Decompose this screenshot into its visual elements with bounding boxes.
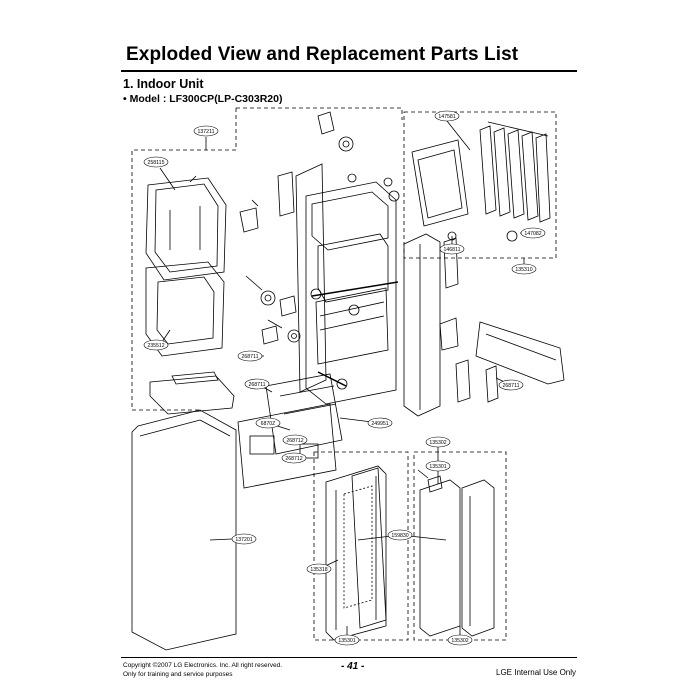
side-duct <box>403 233 441 417</box>
copyright-line-2: Only for training and service purposes <box>123 670 233 678</box>
filter-frame-left <box>325 465 387 641</box>
display-cover <box>149 375 235 415</box>
callout-268711-a: 268711 <box>242 354 259 360</box>
page-title: Exploded View and Replacement Parts List <box>126 44 519 65</box>
callout-137201: 137201 <box>235 537 252 543</box>
callout-268711-b: 268711 <box>249 382 266 388</box>
callout-135310: 135310 <box>515 267 532 273</box>
callout-235512: 235512 <box>147 343 164 349</box>
page-number: - 41 - <box>341 661 365 672</box>
control-bracket <box>475 321 565 385</box>
section-heading: 1. Indoor Unit <box>123 77 204 91</box>
title-rule <box>121 70 577 72</box>
callout-6870z: 6870Z <box>261 421 276 427</box>
callout-268712-b: 268712 <box>285 456 302 462</box>
copyright: Copyright ©2007 LG Electronics. Inc. All… <box>123 662 282 679</box>
callout-268712-a: 268712 <box>286 438 303 444</box>
internal-use-label: LGE Internal Use Only <box>496 668 577 677</box>
middle-panel <box>145 261 225 357</box>
copyright-line-1: Copyright ©2007 LG Electronics. Inc. All… <box>123 662 283 669</box>
callout-147082: 147082 <box>524 231 541 237</box>
callout-135301-b: 135301 <box>338 638 355 644</box>
main-chassis <box>305 181 397 405</box>
top-gear <box>338 136 354 152</box>
callout-135302: 135302 <box>429 440 446 446</box>
footer-rule <box>121 657 577 658</box>
callout-137211: 137211 <box>198 129 215 135</box>
exploded-view-diagram: 137211 258115 147581 147082 146811 13531… <box>131 107 565 651</box>
callout-135301-a: 135301 <box>429 464 446 470</box>
vane-blades <box>479 125 551 223</box>
callout-249951: 249951 <box>371 421 388 427</box>
gear-1 <box>260 290 276 306</box>
left-group-boundary <box>236 107 403 120</box>
callout-147581: 147581 <box>438 114 455 120</box>
callout-135302-b: 135302 <box>451 638 468 644</box>
front-panel <box>131 409 237 651</box>
callout-268711-c: 268711 <box>503 383 520 389</box>
model-line: • Model : LF300CP(LP-C303R20) <box>123 93 283 105</box>
callout-258115: 258115 <box>148 160 165 166</box>
upper-panel <box>145 177 227 281</box>
filter-left-boundary <box>313 451 409 641</box>
callout-135318: 135318 <box>310 567 327 573</box>
vane-group-boundary <box>403 111 557 259</box>
filter-frame-right <box>419 479 461 637</box>
callout-159830: 159830 <box>391 533 408 539</box>
callout-146811: 146811 <box>444 247 461 253</box>
vane-frame <box>411 139 469 227</box>
control-pcb <box>237 403 337 489</box>
